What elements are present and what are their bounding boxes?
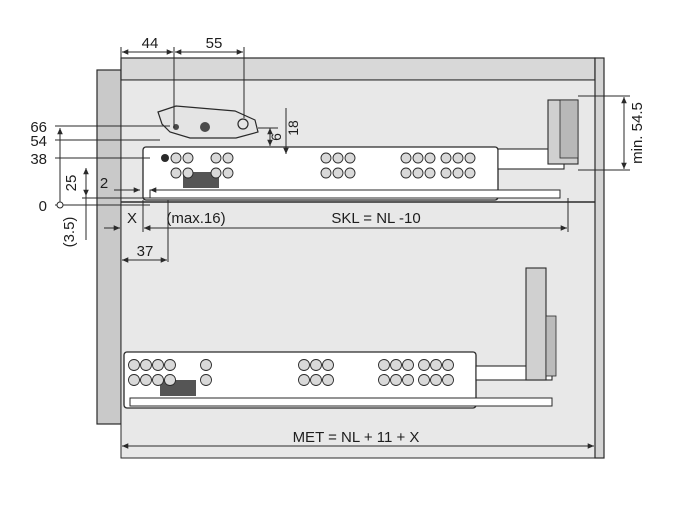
dim-44-label: 44 (142, 35, 159, 52)
dim-66-label: 66 (30, 119, 47, 136)
mounting-hole-icon (464, 152, 476, 164)
dim-0-label: 0 (39, 198, 47, 215)
right-dimension (578, 95, 630, 171)
mounting-hole-icon (344, 152, 356, 164)
left-dimensions (55, 125, 170, 240)
lower-drawer (123, 267, 557, 409)
cabinet-lower-compartment (120, 201, 596, 459)
length-dimensions (104, 198, 569, 263)
dim-min-54-5-label: min. 54.5 (629, 102, 646, 164)
mounting-hole-icon (128, 374, 140, 386)
mounting-hole-icon (200, 359, 212, 371)
mounting-hole-icon (320, 152, 332, 164)
mounting-hole-icon (200, 374, 212, 386)
mounting-hole-icon (464, 167, 476, 179)
mounting-hole-icon (322, 359, 334, 371)
x-label: X (127, 210, 137, 227)
top-dimensions (120, 47, 245, 128)
mounting-hole-icon (140, 359, 152, 371)
mounting-hole-icon (164, 359, 176, 371)
upper-marker-dot (161, 154, 169, 162)
dim-2-label: 2 (100, 175, 108, 192)
mounting-hole-icon (442, 374, 454, 386)
mounting-hole-icon (152, 374, 164, 386)
small-vertical-dims (258, 108, 289, 154)
dim-18-label: 18 (285, 120, 301, 136)
mounting-hole-icon (320, 167, 332, 179)
mounting-hole-icon (182, 167, 194, 179)
mounting-hole-icon (210, 167, 222, 179)
mounting-hole-icon (164, 374, 176, 386)
mounting-hole-icon (332, 152, 344, 164)
mounting-hole-icon (430, 359, 442, 371)
mounting-hole-icon (452, 167, 464, 179)
locking-knob-icon (237, 118, 249, 130)
mounting-hole-icon (418, 359, 430, 371)
mounting-hole-icon (222, 152, 234, 164)
origin-marker-icon (56, 201, 64, 209)
skl-label: SKL = NL -10 (331, 210, 420, 227)
mounting-hole-icon (140, 374, 152, 386)
mounting-hole-icon (412, 152, 424, 164)
mounting-hole-icon (170, 167, 182, 179)
mounting-hole-icon (298, 359, 310, 371)
upper-runner-bottom (149, 189, 561, 199)
cabinet-left-side (96, 69, 122, 425)
mounting-hole-icon (310, 374, 322, 386)
mounting-hole-icon (170, 152, 182, 164)
dim-6-label: 6 (268, 133, 284, 141)
mounting-hole-icon (400, 152, 412, 164)
mounting-hole-icon (310, 359, 322, 371)
mounting-hole-icon (378, 374, 390, 386)
cabinet-top-panel (120, 57, 596, 81)
mounting-hole-icon (412, 167, 424, 179)
mounting-hole-icon (442, 359, 454, 371)
dim-55-label: 55 (206, 35, 223, 52)
dim-3-5-label: (3.5) (61, 217, 78, 248)
upper-drawer (142, 99, 579, 201)
mounting-hole-icon (128, 359, 140, 371)
met-dimension (120, 424, 596, 456)
dim-54-label: 54 (30, 133, 47, 150)
mounting-hole-icon (390, 359, 402, 371)
mounting-hole-icon (344, 167, 356, 179)
cabinet-right-side (594, 57, 605, 459)
lower-rear-mount (545, 315, 557, 377)
lower-rear-bracket (525, 267, 547, 381)
mounting-hole-icon (332, 167, 344, 179)
cabinet (96, 57, 605, 459)
max16-label: (max.16) (166, 210, 225, 227)
mounting-hole-icon (440, 152, 452, 164)
mounting-hole-icon (378, 359, 390, 371)
upper-rear-mount (559, 99, 579, 159)
lower-hole-pattern (128, 359, 454, 386)
dim-25-label: 25 (63, 175, 80, 192)
mounting-hole-icon (402, 359, 414, 371)
mounting-hole-icon (152, 359, 164, 371)
lower-runner-bottom (129, 397, 553, 407)
mounting-hole-icon (222, 167, 234, 179)
dim-38-label: 38 (30, 151, 47, 168)
met-label: MET = NL + 11 + X (293, 429, 420, 446)
mounting-hole-icon (182, 152, 194, 164)
mounting-hole-icon (390, 374, 402, 386)
mounting-hole-icon (210, 152, 222, 164)
mounting-hole-icon (400, 167, 412, 179)
mounting-hole-icon (440, 167, 452, 179)
mounting-hole-icon (424, 167, 436, 179)
mounting-hole-icon (322, 374, 334, 386)
mounting-hole-icon (452, 152, 464, 164)
mounting-hole-icon (424, 152, 436, 164)
upper-hole-pattern (170, 152, 476, 179)
locking-screw-icon (200, 122, 210, 132)
locking-device (157, 105, 259, 139)
mounting-hole-icon (402, 374, 414, 386)
mounting-hole-icon (298, 374, 310, 386)
dim-37-label: 37 (137, 243, 154, 260)
mounting-hole-icon (418, 374, 430, 386)
mounting-hole-icon (430, 374, 442, 386)
